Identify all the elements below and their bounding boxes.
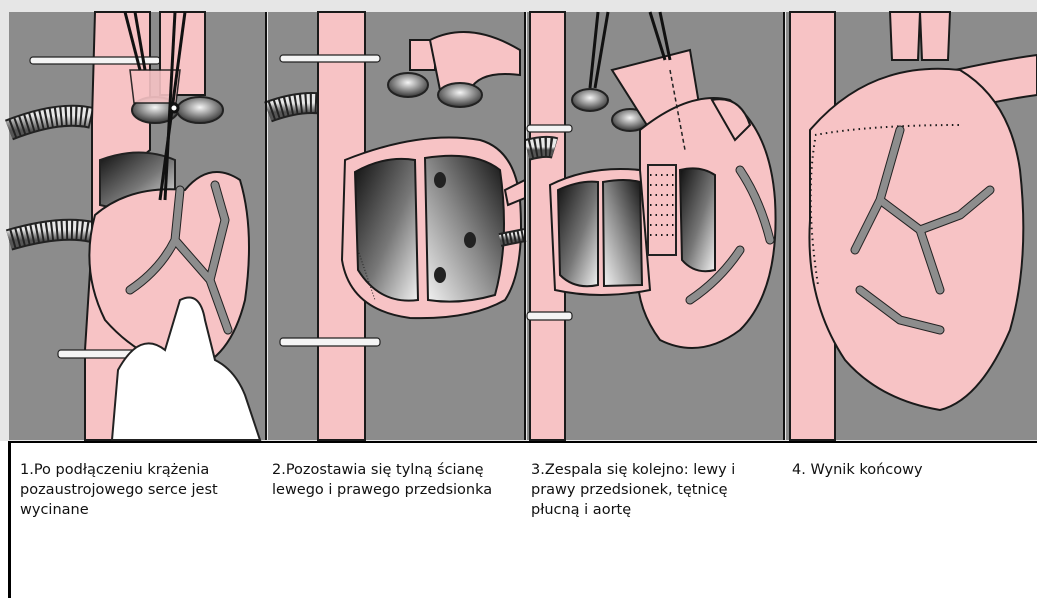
- caption-step-4: 4. Wynik końcowy: [792, 460, 1022, 480]
- panel-2-atrial-walls: [268, 12, 525, 440]
- caption-step-3: 3.Zespala się kolejno: lewy i prawy prze…: [531, 460, 761, 520]
- panel-1-heart-excision: [9, 12, 266, 440]
- caption-step-2: 2.Pozostawia się tylną ścianę lewego i p…: [272, 460, 502, 500]
- bypass-cannula-icon: [268, 103, 325, 112]
- panel-3-anastomosis: [527, 12, 784, 440]
- caption-step-1: 1.Po podłączeniu krążenia pozaustrojoweg…: [20, 460, 260, 520]
- panel-4-final-result: [786, 12, 1037, 440]
- bypass-cannula-icon: [527, 147, 555, 150]
